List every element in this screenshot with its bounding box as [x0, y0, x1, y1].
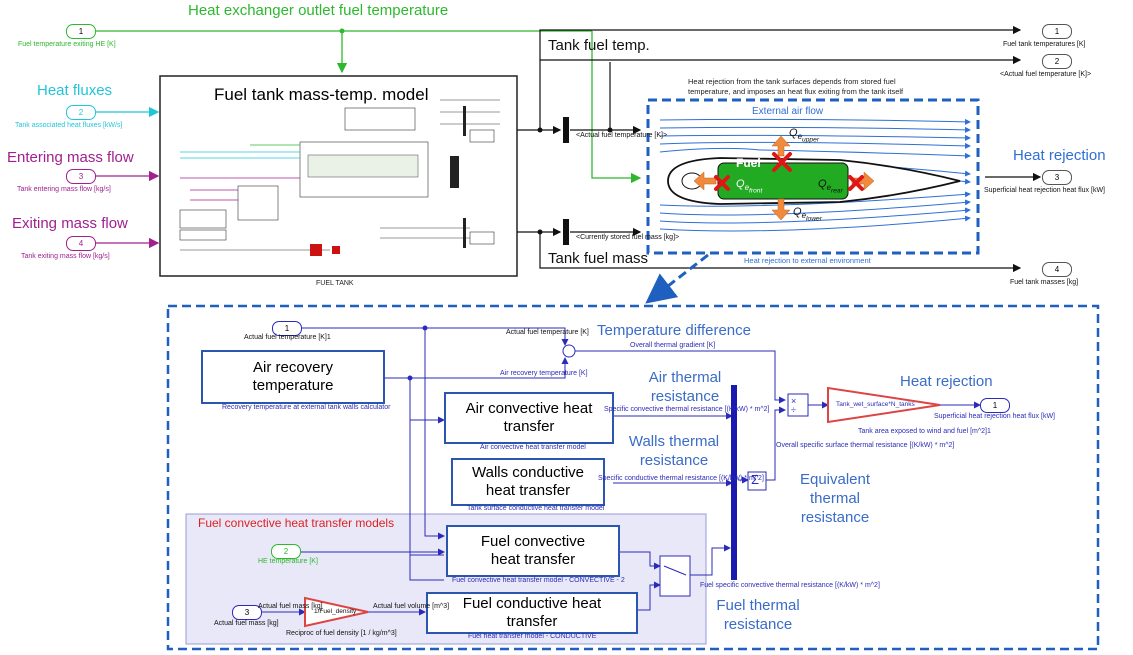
detail-input-2[interactable]: 2 [271, 544, 301, 559]
input-4-label: Tank exiting mass flow [kg/s] [21, 253, 110, 260]
air-recovery-block[interactable]: Air recovery temperature [201, 350, 385, 404]
input-port-4[interactable]: 4 [66, 236, 96, 251]
input-port-1[interactable]: 1 [66, 24, 96, 39]
temp-diff-title: Temperature difference [597, 322, 751, 339]
heat-fluxes-title: Heat fluxes [37, 82, 113, 99]
fuel-conv-text: Fuel convective heat transfer [480, 533, 586, 568]
air-conv-text: Air convective heat transfer [465, 400, 593, 435]
detail-input-3-label: Actual fuel mass [kg] [214, 620, 279, 627]
input-port-2[interactable]: 2 [66, 105, 96, 120]
input-port-3[interactable]: 3 [66, 169, 96, 184]
actual-fuel-temp-signal: <Actual fuel temperature [K]> [576, 132, 668, 139]
detail-heat-rejection-title: Heat rejection [900, 373, 993, 390]
q-upper-label: Qeupper [789, 127, 820, 144]
sig-fuel-mass: Actual fuel mass [kg] [258, 603, 323, 610]
q-lower-label: Qelower [793, 206, 822, 223]
fuel-convective-block[interactable]: Fuel convective heat transfer [446, 525, 620, 577]
detail-input-1-label: Actual fuel temperature [K]1 [244, 334, 331, 341]
air-thermal-title: Air thermal resistance [648, 369, 722, 405]
air-recovery-sub: Recovery temperature at external tank wa… [222, 404, 391, 411]
air-conv-sub: Air convective heat transfer model [480, 444, 586, 451]
exiting-title: Exiting mass flow [12, 215, 128, 232]
air-convective-block[interactable]: Air convective heat transfer [444, 392, 614, 444]
air-recovery-text: Air recovery temperature [252, 359, 334, 394]
fuel-tank-label: FUEL TANK [316, 280, 354, 287]
input-3-label: Tank entering mass flow [kg/s] [17, 186, 111, 193]
sig-actual-temp: Actual fuel temperature [K] [506, 329, 589, 336]
he-outlet-title: Heat exchanger outlet fuel temperature [188, 2, 449, 19]
gain-label: Tank_wet_surface*N_tanks [836, 401, 915, 408]
output-port-1[interactable]: 1 [1042, 24, 1072, 39]
entering-title: Entering mass flow [7, 149, 134, 166]
sig-air-res: Specific convective thermal resistance [… [604, 406, 770, 413]
heat-rejection-note: Heat rejection from the tank surfaces de… [688, 77, 904, 96]
gain-sub: Tank area exposed to wind and fuel [m^2]… [858, 428, 991, 435]
fuel-conductive-block[interactable]: Fuel conductive heat transfer [426, 592, 638, 634]
output-port-4[interactable]: 4 [1042, 262, 1072, 277]
output-2-label: <Actual fuel temperature [K]> [1000, 71, 1092, 78]
output-1-label: Fuel tank temperatures [K] [1003, 41, 1086, 48]
walls-conductive-block[interactable]: Walls conductive heat transfer [451, 458, 605, 506]
sig-overall-grad: Overall thermal gradient [K] [630, 342, 716, 349]
fuel-cond-text: Fuel conductive heat transfer [462, 595, 602, 630]
product-symbol: ×÷ [791, 396, 797, 415]
heat-rejection-title: Heat rejection [1013, 147, 1106, 164]
walls-cond-sub: Tank surface conductive heat transfer mo… [467, 505, 605, 512]
detail-output-1[interactable]: 1 [980, 398, 1010, 413]
q-front-label: Qefront [736, 178, 763, 195]
fuel-label: Fuel [736, 156, 761, 170]
tank-fuel-mass-title: Tank fuel mass [548, 250, 649, 267]
fuel-cond-sub: Fuel heat transfer model - CONDUCTIVE [468, 633, 597, 640]
detail-box [166, 304, 1100, 651]
walls-cond-text: Walls conductive heat transfer [472, 464, 584, 499]
sig-air-recovery: Air recovery temperature [K] [500, 370, 588, 377]
sig-walls-res: Specific conductive thermal resistance [… [598, 475, 764, 482]
detail-input-3[interactable]: 3 [232, 605, 262, 620]
output-port-2[interactable]: 2 [1042, 54, 1072, 69]
currently-stored-signal: <Currently stored fuel mass [kg]> [576, 234, 680, 241]
heat-rej-ext-label: Heat rejection to external environment [744, 256, 871, 265]
output-4-label: Fuel tank masses [kg] [1010, 279, 1079, 286]
detail-input-2-label: HE temperature [K] [258, 558, 318, 565]
output-port-3[interactable]: 3 [1042, 170, 1072, 185]
external-air-flow-label: External air flow [752, 106, 824, 117]
sig-fuel-vol: Actual fuel volume [m^3] [373, 603, 450, 610]
tank-model-title: Fuel tank mass-temp. model [214, 85, 429, 104]
input-1-label: Fuel temperature exiting HE [K] [18, 41, 116, 48]
sig-fuel-res: Fuel specific convective thermal resista… [700, 582, 880, 589]
detail-output-1-label: Superficial heat rejection heat flux [kW… [934, 413, 1056, 420]
detail-input-1[interactable]: 1 [272, 321, 302, 336]
input-2-label: Tank associated heat fluxes [kW/s] [15, 122, 123, 129]
sigma-symbol: Σ [751, 472, 760, 487]
fuel-conv-sub: Fuel convective heat transfer model - CO… [452, 577, 625, 584]
fuel-thermal-title: Fuel thermal resistance [716, 597, 800, 633]
walls-thermal-title: Walls thermal resistance [628, 433, 720, 469]
sig-overall-res: Overall specific surface thermal resista… [776, 442, 955, 449]
output-3-label: Superficial heat rejection heat flux [kW… [984, 187, 1106, 194]
recip-sub: Reciproc of fuel density [1 / kg/m^3] [286, 630, 397, 637]
fuel-conv-models-title: Fuel convective heat transfer models [198, 516, 395, 530]
recip-label: 1/Fuel_density [314, 608, 357, 615]
tank-fuel-temp-title: Tank fuel temp. [548, 37, 650, 54]
equiv-thermal-title: Equivalent thermal resistance [799, 471, 871, 526]
q-rear-label: Qerear [818, 178, 843, 195]
